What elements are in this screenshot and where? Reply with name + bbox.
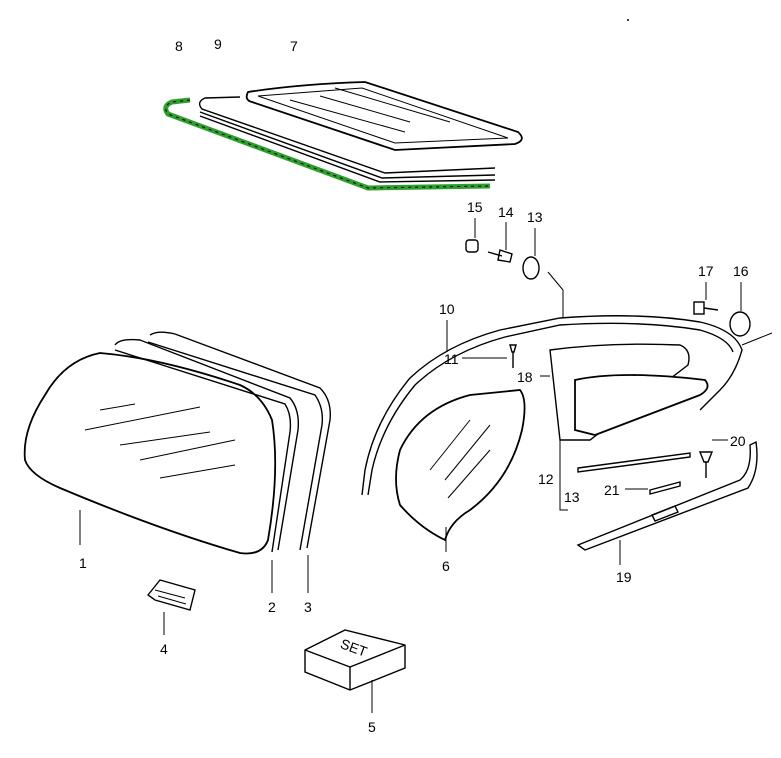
callout-19: 19 xyxy=(616,569,632,585)
part-6-door-glass[interactable] xyxy=(395,389,526,552)
callout-11: 11 xyxy=(444,351,459,367)
callout-21: 21 xyxy=(604,482,620,498)
part-1-rear-window[interactable] xyxy=(23,352,277,555)
part-16-cap[interactable] xyxy=(729,282,751,337)
part-14-bolt[interactable] xyxy=(487,222,513,263)
callout-2: 2 xyxy=(268,599,276,615)
callout-18: 18 xyxy=(517,369,533,385)
part-8-seal[interactable] xyxy=(163,97,491,191)
part-3-seal[interactable] xyxy=(147,331,331,593)
callout-10: 10 xyxy=(439,301,455,317)
callout-16: 16 xyxy=(733,263,749,279)
part-4-clip[interactable] xyxy=(146,579,196,635)
callout-17: 17 xyxy=(698,263,714,279)
callout-9: 9 xyxy=(214,36,222,52)
part-10-door-seal[interactable] xyxy=(361,315,773,496)
speck xyxy=(627,19,629,21)
callout-5: 5 xyxy=(368,719,376,735)
part-18-quarter-window[interactable] xyxy=(540,343,709,441)
part-17-screw[interactable] xyxy=(693,282,719,315)
callout-6: 6 xyxy=(442,558,450,574)
callout-14: 14 xyxy=(498,204,514,220)
callout-12: 12 xyxy=(538,471,554,487)
part-5-set-box[interactable]: SET xyxy=(304,629,406,713)
callout-20: 20 xyxy=(730,433,746,449)
callout-3: 3 xyxy=(304,599,312,615)
part-20-clip[interactable] xyxy=(698,439,728,478)
part-13-grommet[interactable] xyxy=(522,228,564,291)
part-19-rail[interactable] xyxy=(576,440,758,565)
callout-15: 15 xyxy=(467,199,483,215)
part-9-frame[interactable] xyxy=(198,96,496,183)
callout-13b: 13 xyxy=(564,489,580,505)
callout-8: 8 xyxy=(175,38,183,54)
part-12-strip[interactable] xyxy=(559,439,691,511)
part-21-trim[interactable] xyxy=(625,481,681,495)
part-15-nut[interactable] xyxy=(465,218,479,253)
callout-1: 1 xyxy=(79,555,87,571)
set-box-label: SET xyxy=(338,635,369,660)
callout-7: 7 xyxy=(290,38,298,54)
part-11-pin[interactable] xyxy=(462,344,517,368)
part-2-seal[interactable] xyxy=(114,338,300,593)
callout-4: 4 xyxy=(160,641,168,657)
part-7-roof-glass[interactable] xyxy=(245,81,523,151)
callout-13: 13 xyxy=(527,209,543,225)
